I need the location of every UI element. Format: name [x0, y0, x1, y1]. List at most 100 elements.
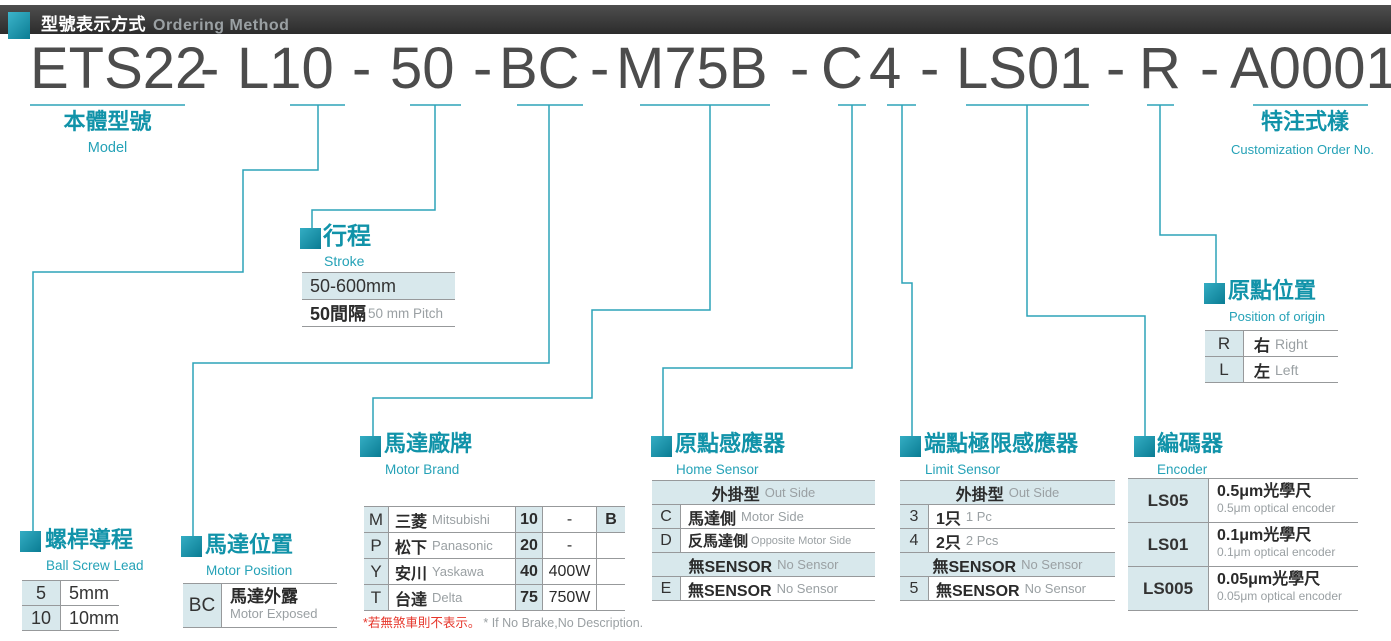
group-zh: 外掛型 — [955, 486, 1004, 504]
model-dash: - — [1200, 36, 1220, 101]
page-title-en: Ordering Method — [153, 17, 290, 34]
sensor-zh: 馬達側 — [688, 510, 737, 528]
section-subtitle-origin-position: Position of origin — [1229, 309, 1326, 324]
sensor-code: C — [652, 505, 680, 528]
model-segment-motor-position: BC — [499, 36, 580, 101]
sensor-code: D — [652, 529, 680, 552]
power-code: 20 — [515, 533, 542, 558]
lead-code: 5 — [22, 581, 60, 605]
page-title: 型號表示方式 Ordering Method — [41, 10, 289, 39]
model-segment-motor-brand: M75B — [616, 36, 768, 101]
power-code: 75 — [515, 585, 542, 610]
home-sensor-bullet-icon — [651, 436, 672, 457]
footnote-zh: *若無煞車則不表示。 — [363, 616, 481, 630]
power-watt: 400W — [542, 559, 596, 584]
motor-brand-footnote: *若無煞車則不表示。* If No Brake,No Description. — [363, 612, 643, 631]
table-row: C 馬達側 Motor Side — [652, 505, 875, 529]
motor-position-table: BC 馬達外露 Motor Exposed — [183, 583, 337, 628]
table-row: 3 1只 1 Pc — [900, 505, 1115, 529]
sensor-en: No Sensor — [776, 581, 838, 596]
origin-en: Left — [1275, 361, 1299, 378]
model-segment-encoder: LS01 — [956, 36, 1092, 101]
brand-zh: 台達 — [395, 591, 428, 609]
sensor-code: 4 — [900, 529, 928, 552]
section-title-encoder: 編碼器 — [1157, 431, 1224, 456]
section-subtitle-customization: Customization Order No. — [1230, 142, 1375, 157]
section-title-motor-position: 馬達位置 — [205, 532, 294, 557]
section-subtitle-model: Model — [87, 140, 128, 156]
model-segment-body: ETS22 — [30, 36, 208, 101]
encoder-en: 0.1μm optical encoder — [1217, 545, 1336, 559]
table-row: 10 10mm — [22, 606, 119, 631]
brand-zh: 松下 — [395, 539, 428, 557]
ball-screw-lead-table: 5 5mm 10 10mm — [22, 580, 119, 631]
power-watt: - — [542, 507, 596, 532]
brake-code — [596, 533, 625, 558]
model-segment-lead: L10 — [237, 36, 334, 101]
stroke-range: 50-600mm — [310, 275, 397, 296]
brake-code: B — [596, 507, 625, 532]
page-title-zh: 型號表示方式 — [41, 15, 146, 34]
origin-code: L — [1205, 357, 1243, 382]
sensor-code: 3 — [900, 505, 928, 528]
model-dash: - — [473, 36, 493, 101]
table-row: 50間隔 50 mm Pitch — [302, 300, 455, 327]
section-title-origin-position: 原點位置 — [1228, 278, 1317, 303]
motor-position-zh: 馬達外露 — [230, 587, 298, 606]
lead-label: 10mm — [60, 606, 119, 630]
brand-en: Mitsubishi — [432, 512, 490, 527]
stroke-pitch-zh: 50間隔 — [310, 304, 367, 324]
model-segment-stroke: 50 — [390, 36, 455, 101]
section-title-motor-brand: 馬達廠牌 — [384, 431, 473, 456]
section-subtitle-stroke: Stroke — [324, 253, 365, 269]
table-row: BC 馬達外露 Motor Exposed — [183, 584, 337, 628]
sensor-zh: 無SENSOR — [936, 582, 1020, 600]
table-row: LS01 0.1μm光學尺 0.1μm optical encoder — [1128, 523, 1358, 567]
power-watt: 750W — [542, 585, 596, 610]
section-subtitle-motor-brand: Motor Brand — [385, 462, 460, 477]
section-subtitle-motor-position: Motor Position — [206, 563, 293, 578]
sensor-en: Opposite Motor Side — [751, 534, 852, 547]
origin-zh: 左 — [1254, 363, 1271, 381]
sensor-zh: 無SENSOR — [688, 582, 772, 600]
sensor-zh: 1只 — [936, 510, 961, 528]
sensor-en: Motor Side — [741, 509, 804, 524]
brand-code: Y — [364, 559, 388, 584]
encoder-en: 0.5μm optical encoder — [1217, 501, 1336, 515]
section-title-stroke: 行程 — [323, 223, 371, 250]
section-title-home-sensor: 原點感應器 — [675, 431, 786, 456]
stroke-table: 50-600mm 50間隔 50 mm Pitch — [302, 272, 455, 327]
origin-code: R — [1205, 331, 1243, 356]
section-subtitle-limit-sensor: Limit Sensor — [925, 462, 1001, 477]
model-segment-limit-sensor: 4 — [869, 36, 902, 101]
group-zh: 無SENSOR — [932, 558, 1017, 576]
origin-position-bullet-icon — [1204, 283, 1225, 304]
section-title-customization: 特注式樣 — [1260, 109, 1349, 134]
brake-code — [596, 559, 625, 584]
model-dash: - — [790, 36, 810, 101]
encoder-zh: 0.1μm光學尺 — [1217, 527, 1312, 544]
model-dash: - — [200, 36, 220, 101]
group-en: No Sensor — [777, 557, 839, 572]
stroke-pitch-en: 50 mm Pitch — [368, 305, 444, 321]
table-row: 5 5mm — [22, 581, 119, 606]
sensor-en: 2 Pcs — [965, 533, 999, 548]
sensor-en: 1 Pc — [965, 509, 992, 524]
header-accent-square-icon — [8, 12, 30, 39]
model-dash: - — [590, 36, 610, 101]
encoder-table: LS05 0.5μm光學尺 0.5μm optical encoder LS01… — [1128, 478, 1358, 611]
table-row: LS005 0.05μm光學尺 0.05μm optical encoder — [1128, 567, 1358, 611]
lead-label: 5mm — [60, 581, 119, 605]
encoder-code: LS01 — [1128, 523, 1208, 566]
model-dash: - — [352, 36, 372, 101]
